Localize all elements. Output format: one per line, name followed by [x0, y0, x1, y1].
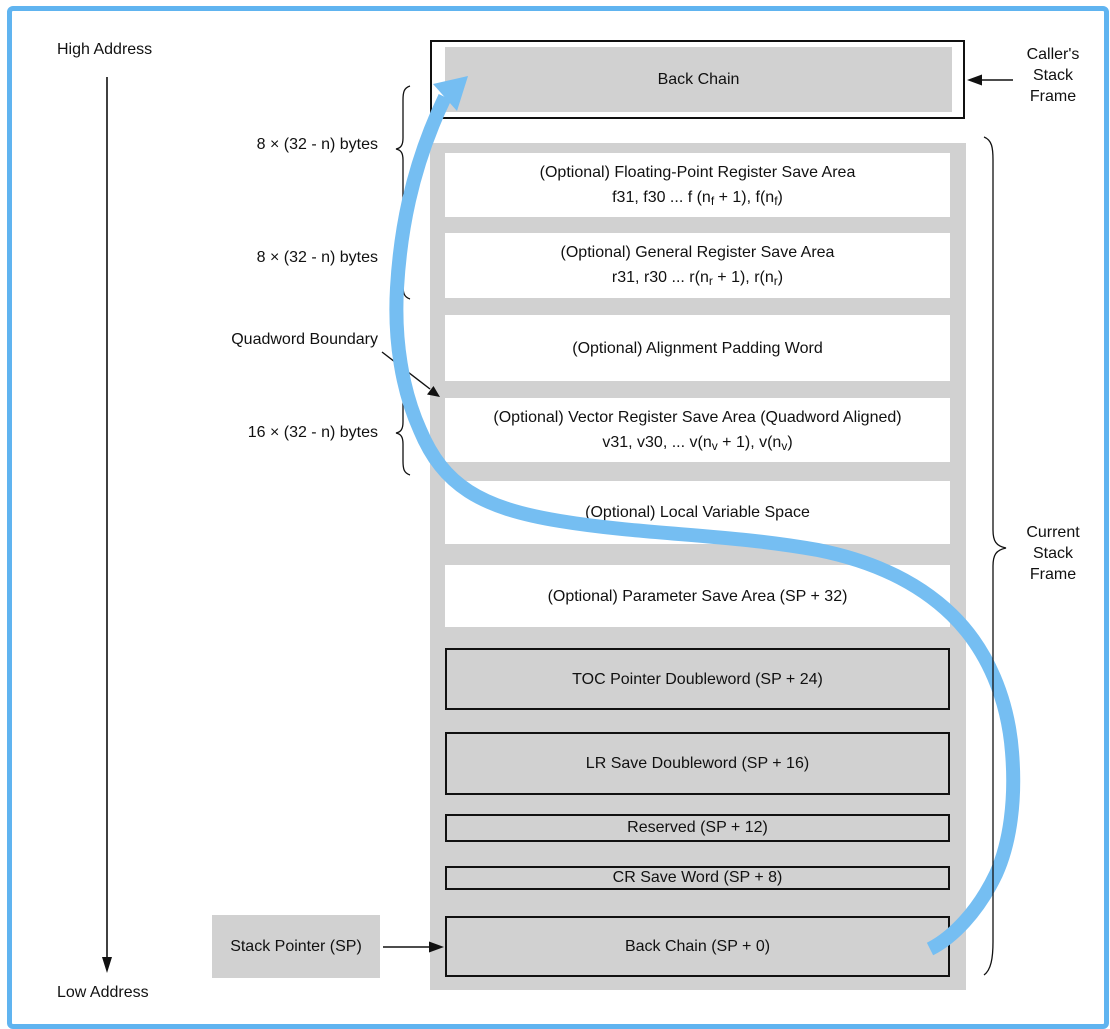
- address-axis-arrow: [102, 77, 112, 973]
- text-line: TOC Pointer Doubleword (SP + 24): [572, 670, 823, 688]
- row-alignment-padding-word: (Optional) Alignment Padding Word: [445, 315, 950, 381]
- text-line: LR Save Doubleword (SP + 16): [585, 755, 810, 772]
- row-fp-save-area: (Optional) Floating-Point Register Save …: [445, 153, 950, 217]
- text-line: (Optional) Floating-Point Register Save …: [539, 163, 856, 181]
- text-line: Current: [1026, 524, 1080, 541]
- row-toc-pointer-doubleword: TOC Pointer Doubleword (SP + 24): [445, 648, 950, 710]
- vector-size-label: 16 × (32 - n) bytes: [247, 424, 378, 441]
- callers-back-chain-cell: Back Chain: [445, 47, 952, 112]
- low-address-label: Low Address: [57, 984, 149, 1001]
- row-parameter-save-area: (Optional) Parameter Save Area (SP + 32): [445, 565, 950, 627]
- text-line: (Optional) Local Variable Space: [585, 504, 810, 521]
- text-line: f31, f30 ... f (nf + 1), f(nf): [612, 188, 783, 208]
- text-line: (Optional) Vector Register Save Area (Qu…: [493, 408, 902, 426]
- text-line: v31, v30, ... v(nv + 1), v(nv): [602, 433, 793, 453]
- gr-size-brace: [395, 215, 411, 300]
- high-address-label: High Address: [57, 41, 153, 58]
- text-line: Back Chain (SP + 0): [624, 938, 771, 955]
- text-line: (Optional) Alignment Padding Word: [572, 339, 823, 357]
- vector-size-brace: [395, 390, 411, 476]
- row-vector-save-area: (Optional) Vector Register Save Area (Qu…: [445, 398, 950, 462]
- row-cr-save-word: CR Save Word (SP + 8): [445, 866, 950, 890]
- row-local-variable-space: (Optional) Local Variable Space: [445, 481, 950, 544]
- text-line: Stack: [1032, 67, 1073, 84]
- fp-size-label: 8 × (32 - n) bytes: [256, 136, 378, 153]
- text-line: r31, r30 ... r(nr + 1), r(nr): [611, 269, 784, 288]
- text-line: Frame: [1029, 88, 1077, 105]
- quadword-boundary-label: Quadword Boundary: [231, 331, 378, 348]
- text-line: Frame: [1029, 566, 1077, 583]
- size-braces: [395, 85, 411, 476]
- fp-size-brace: [395, 85, 411, 215]
- row-reserved: Reserved (SP + 12): [445, 814, 950, 842]
- gr-size-label: 8 × (32 - n) bytes: [256, 249, 378, 266]
- row-back-chain-sp0: Back Chain (SP + 0): [445, 916, 950, 977]
- text-line: Reserved (SP + 12): [627, 819, 768, 836]
- text-line: Caller's: [1026, 46, 1080, 63]
- text-line: (Optional) General Register Save Area: [560, 244, 835, 261]
- row-lr-save-doubleword: LR Save Doubleword (SP + 16): [445, 732, 950, 795]
- text-line: Stack: [1032, 545, 1073, 562]
- caller-frame-arrow: [967, 74, 1013, 86]
- text-line: CR Save Word (SP + 8): [612, 869, 783, 886]
- text-line: (Optional) Parameter Save Area (SP + 32): [547, 587, 848, 605]
- row-gr-save-area: (Optional) General Register Save Area r31…: [445, 233, 950, 298]
- current-stack-frame-brace: [983, 136, 1007, 976]
- stack-pointer-box: Stack Pointer (SP): [212, 915, 380, 978]
